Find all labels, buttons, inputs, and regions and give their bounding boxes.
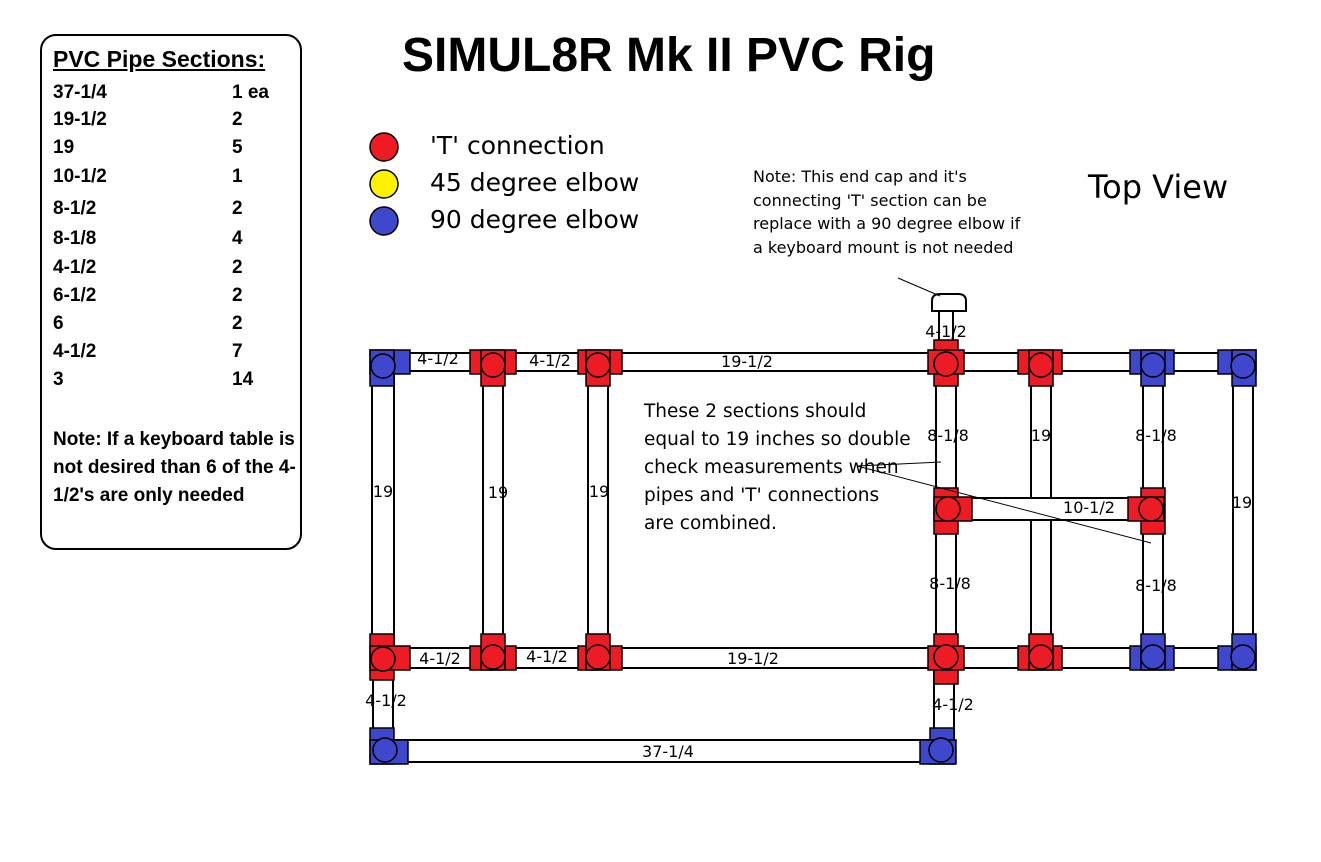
page-title: SIMUL8R Mk II PVC Rig — [402, 29, 936, 82]
sections-note: These 2 sections should equal to 19 inch… — [644, 401, 911, 534]
parts-qty: 2 — [232, 285, 243, 306]
label-far-right-v: 19 — [1232, 493, 1252, 512]
parts-row: 6 2 — [53, 313, 293, 337]
elbow-fittings — [369, 349, 1257, 765]
parts-qty: 5 — [232, 137, 243, 158]
end-cap-note: Note: This end cap and it's connecting '… — [753, 167, 1021, 257]
parts-length: 6 — [53, 313, 64, 334]
label-second-v: 19 — [488, 483, 508, 502]
pipe-third-v — [587, 369, 609, 658]
tee-bottom-left — [369, 633, 411, 681]
parts-row: 19 5 — [53, 137, 293, 161]
parts-row: 3 14 — [53, 369, 293, 393]
parts-row: 6-1/2 2 — [53, 285, 293, 309]
pipe-left-v — [371, 369, 395, 658]
pipe-bottom-right-h — [944, 647, 1244, 669]
pipe-second-v — [482, 369, 504, 658]
pipe-cross-h — [945, 497, 1152, 521]
tee-bottom-right-t — [927, 633, 965, 685]
parts-qty: 4 — [232, 228, 243, 249]
parts-qty: 2 — [232, 313, 243, 334]
parts-qty: 7 — [232, 341, 243, 362]
label-mid-v: 19 — [1031, 426, 1051, 445]
tee-cross-left — [933, 487, 973, 535]
elbow-top-left — [369, 349, 411, 387]
parts-length: 8-1/8 — [53, 228, 97, 249]
parts-qty: 1 — [232, 166, 243, 187]
elbow-top-right-t — [1129, 349, 1175, 387]
tee-top-2 — [469, 349, 517, 387]
legend-swatch-tee — [369, 132, 399, 162]
label-top-second-h: 4-1/2 — [529, 351, 571, 370]
parts-row: 4-1/2 7 — [53, 341, 293, 365]
parts-qty: 1 ea — [232, 82, 269, 103]
parts-length: 37-1/4 — [53, 82, 107, 103]
parts-list-panel: PVC Pipe Sections: 37-1/4 1 ea 19-1/2 2 … — [40, 34, 302, 550]
label-base-h: 37-1/4 — [642, 742, 694, 761]
label-top-long-h: 19-1/2 — [721, 352, 773, 371]
parts-length: 19-1/2 — [53, 109, 107, 130]
label-bottom-left-drop: 4-1/2 — [365, 691, 407, 710]
tee-bottom-mid — [1017, 633, 1063, 671]
legend-swatch-90 — [369, 206, 399, 236]
keyboard-table-note: Note: If a keyboard table is not desired… — [53, 429, 296, 506]
legend-label-90: 90 degree elbow — [430, 205, 640, 234]
elbow-base-left — [369, 727, 409, 765]
label-cap-pipe: 4-1/2 — [925, 322, 967, 341]
label-right-elbow-lower-v: 8-1/8 — [1135, 576, 1177, 595]
parts-length: 19 — [53, 137, 75, 158]
parts-qty: 2 — [232, 257, 243, 278]
label-bottom-right-drop: 4-1/2 — [932, 695, 974, 714]
parts-qty: 2 — [232, 109, 243, 130]
parts-length: 4-1/2 — [53, 257, 97, 278]
view-label: Top View — [1088, 168, 1229, 206]
parts-row: 8-1/2 2 — [53, 198, 293, 222]
label-bottom-second-h: 4-1/2 — [526, 647, 568, 666]
label-top-left-h: 4-1/2 — [417, 349, 459, 368]
pipe-far-right-v — [1232, 369, 1254, 658]
elbow-top-far-right — [1217, 349, 1257, 387]
elbow-base-right — [919, 727, 957, 765]
tee-bottom-3 — [577, 633, 623, 671]
parts-row: 37-1/4 1 ea — [53, 82, 293, 106]
label-right-t-lower-v: 8-1/8 — [929, 574, 971, 593]
parts-length: 6-1/2 — [53, 285, 97, 306]
legend-label-45: 45 degree elbow — [430, 168, 640, 197]
legend-swatches — [369, 132, 399, 236]
tee-fittings — [369, 339, 1166, 685]
parts-length: 4-1/2 — [53, 341, 97, 362]
parts-length: 10-1/2 — [53, 166, 107, 187]
parts-row: 4-1/2 2 — [53, 257, 293, 281]
parts-row: 8-1/8 4 — [53, 228, 293, 252]
tee-cross-right — [1127, 487, 1166, 535]
pipe-top-right-h — [944, 352, 1244, 372]
pipe-labels: 4-1/2 4-1/2 19-1/2 4-1/2 19 19 19 8-1/8 … — [365, 322, 1252, 761]
legend-swatch-45 — [369, 169, 399, 199]
parts-row: 19-1/2 2 — [53, 109, 293, 133]
leader-lines — [856, 277, 1152, 544]
tee-bottom-2 — [469, 633, 517, 671]
tee-top-mid — [1017, 349, 1063, 387]
label-right-elbow-upper-v: 8-1/8 — [1135, 426, 1177, 445]
parts-row: 10-1/2 1 — [53, 166, 293, 190]
legend-label-tee: 'T' connection — [430, 131, 605, 160]
label-cross-h: 10-1/2 — [1063, 498, 1115, 517]
parts-list-heading: PVC Pipe Sections: — [53, 46, 266, 72]
parts-qty: 2 — [232, 198, 243, 219]
parts-length: 3 — [53, 369, 64, 390]
label-bottom-long-h: 19-1/2 — [727, 649, 779, 668]
parts-qty: 14 — [232, 369, 254, 390]
elbow-bottom-far-right — [1217, 633, 1257, 671]
tee-top-cap — [927, 339, 965, 387]
label-right-t-upper-v: 8-1/8 — [927, 426, 969, 445]
end-cap — [931, 293, 967, 312]
label-left-v: 19 — [373, 482, 393, 501]
parts-length: 8-1/2 — [53, 198, 97, 219]
elbow-bottom-right-t — [1129, 633, 1175, 671]
label-bottom-left-h: 4-1/2 — [419, 649, 461, 668]
label-third-v: 19 — [589, 482, 609, 501]
tee-top-3 — [577, 349, 623, 387]
